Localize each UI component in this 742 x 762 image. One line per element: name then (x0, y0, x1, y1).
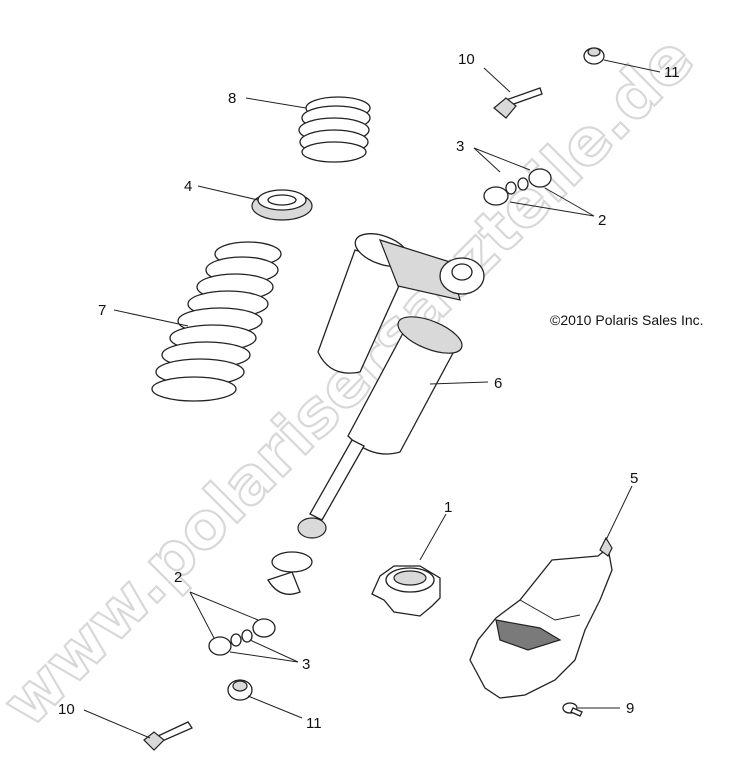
part-10-bolt-top (493, 87, 543, 119)
callout-11-top: 11 (664, 64, 680, 81)
part-2-3-bushings-bottom (208, 618, 276, 656)
callout-3-bottom: 3 (302, 656, 310, 673)
callout-7: 7 (98, 302, 106, 319)
callout-1: 1 (444, 499, 452, 516)
part-5-shock-cover (469, 536, 613, 699)
callout-8: 8 (228, 90, 236, 107)
leader-lines (83, 59, 661, 739)
callout-10-top: 10 (458, 51, 475, 68)
part-7-main-spring (151, 241, 282, 402)
callout-3-top: 3 (456, 138, 464, 155)
callout-10-bottom: 10 (58, 701, 75, 718)
callout-11-bottom: 11 (306, 715, 322, 732)
part-8-helper-spring (298, 96, 371, 163)
part-11-nut-bottom (227, 679, 253, 701)
part-11-nut-top (583, 47, 605, 65)
callout-9: 9 (626, 700, 634, 717)
callout-6: 6 (494, 375, 502, 392)
callout-5: 5 (630, 470, 638, 487)
part-2-3-bushings-top (483, 168, 552, 206)
part-4-spring-retainer (251, 189, 313, 221)
copyright-text: ©2010 Polaris Sales Inc. (550, 312, 704, 328)
callout-4: 4 (184, 178, 192, 195)
part-1-spring-collar (371, 565, 441, 617)
part-10-bolt-bottom (143, 721, 193, 751)
part-6-shock-absorber (267, 233, 485, 595)
callout-2-top: 2 (598, 212, 606, 229)
part-9-screw (562, 702, 583, 717)
callout-2-bottom: 2 (174, 569, 182, 586)
